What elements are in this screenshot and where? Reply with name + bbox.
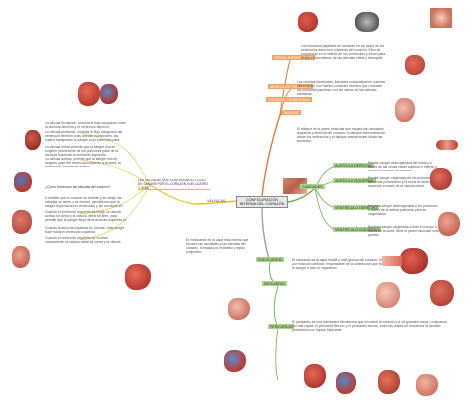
- heart-diagram-image: [395, 98, 415, 122]
- valvulas-node[interactable]: VÁLVULAS: [205, 198, 227, 203]
- pulmonary-text: La válvula pulmonar: controla el flujo s…: [45, 130, 123, 143]
- chordae-text: Las cuerdas tendinosas, llamadas coloqui…: [297, 80, 386, 97]
- left-ventricle-text: Bombea sangre oxigenada a todo el cuerpo…: [368, 225, 439, 237]
- heart-diagram-image: [400, 248, 428, 274]
- endocardium-label: ENDOCARDIO: [258, 257, 283, 262]
- endocardium-text: El endocardio es la capa más interna que…: [186, 238, 249, 255]
- heart-diagram-image: [430, 168, 452, 190]
- right-atrium-text: Recibe sangre desoxigenada del cuerpo a …: [368, 161, 437, 171]
- mitral-text: La válvula mitral: permite que la sangre…: [45, 145, 118, 157]
- heart-diagram-image: [224, 350, 246, 372]
- valves-function-question: ¿Cómo funcionan las válvulas del corazón…: [45, 185, 111, 189]
- papillary-muscles-text: Los músculos papilares se localizan en l…: [301, 44, 386, 61]
- heart-diagram-image: [405, 55, 425, 75]
- papillary-muscles-node[interactable]: MUSCULOS PAPILARES: [268, 84, 314, 89]
- cavidades-label: CAVIDADES: [302, 184, 323, 189]
- tricuspid-text: La válvula tricúspide: controla el flujo…: [45, 121, 126, 129]
- septum-node[interactable]: TABIQUE: [281, 110, 301, 115]
- left-ventricle-node[interactable]: VENTRÍCULO IZQUIERDO: [333, 227, 382, 232]
- right-ventricle-node[interactable]: VENTRÍCULO DERECHO: [333, 205, 380, 210]
- valves-subtopic[interactable]: LAS VÁLVULAS QUE CONTROLAN EL FLUJO DE S…: [138, 179, 210, 190]
- pericardium-node[interactable]: PERICARDIO: [268, 324, 295, 329]
- left-atrium-node[interactable]: AURÍCULA IZQUIERDA: [333, 178, 376, 183]
- right-ventricle-label: VENTRÍCULO DERECHO: [335, 205, 378, 210]
- heart-diagram-image: [376, 282, 400, 308]
- right-atrium-label: AURÍCULA DERECHA: [335, 163, 372, 168]
- myocardium-text: El miocardio es la capa media y más grue…: [292, 258, 392, 271]
- heart-diagram-image: [438, 212, 460, 236]
- heart-diagram-image: [430, 280, 454, 306]
- valves-function-text-1: A medida que el corazón se contrae y se …: [45, 196, 123, 208]
- pericardium-text: El pericardio es una membrana fibroseros…: [292, 320, 447, 333]
- top-branch-header[interactable]: OTROS IMPORTANTES: [272, 55, 316, 60]
- cavidades-node[interactable]: CAVIDADES: [300, 184, 325, 189]
- heart-diagram-image: [378, 370, 400, 394]
- heart-diagram-image: [228, 298, 250, 320]
- right-atrium-node[interactable]: AURÍCULA DERECHA: [333, 163, 374, 168]
- chordae-label: CUERDAS TENDINOSAS: [268, 97, 310, 102]
- heart-diagram-image: [100, 84, 118, 104]
- central-title: CONFIGURACIÓN INTERNA DEL CORAZÓN: [239, 198, 285, 207]
- central-topic[interactable]: CONFIGURACIÓN INTERNA DEL CORAZÓN: [236, 196, 288, 208]
- pericardium-label: PERICARDIO: [270, 324, 293, 329]
- left-atrium-label: AURÍCULA IZQUIERDA: [335, 178, 374, 183]
- heart-diagram-image: [12, 246, 30, 268]
- myocardium-label: MIOCARDIO: [264, 281, 285, 286]
- heart-diagram-image: [14, 172, 32, 192]
- papillary-muscles-label: MUSCULOS PAPILARES: [270, 84, 312, 89]
- valves-function-text-3: Cuando la aurícula izquierda se contrae,…: [45, 226, 125, 234]
- heart-diagram-image: [416, 374, 438, 396]
- chordae-node[interactable]: CUERDAS TENDINOSAS: [266, 97, 312, 102]
- heart-diagram-image: [336, 372, 356, 394]
- septum-text: El tabique es la pared muscular que sepa…: [297, 127, 385, 144]
- central-heart-image: [283, 178, 307, 194]
- heart-diagram-image: [125, 264, 151, 290]
- heart-wall-image: [382, 256, 402, 266]
- valves-subtopic-label: LAS VÁLVULAS QUE CONTROLAN EL FLUJO DE S…: [138, 179, 208, 190]
- heart-diagram-image: [304, 364, 326, 388]
- valves-function-text-4: Cuando el ventrículo izquierdo se contra…: [45, 236, 121, 244]
- vessel-image: [436, 140, 458, 150]
- valve-diagram-image: [430, 8, 452, 28]
- endocardium-node[interactable]: ENDOCARDIO: [256, 257, 285, 262]
- heart-diagram-image: [12, 210, 32, 234]
- heart-diagram-image: [78, 82, 100, 106]
- aortic-text: La válvula aórtica: permite que la sangr…: [45, 157, 121, 167]
- valves-function-text-2: Cuando el ventrículo izquierdo se relaja…: [45, 210, 126, 222]
- left-ventricle-label: VENTRÍCULO IZQUIERDO: [335, 227, 380, 232]
- heart-diagram-image: [298, 12, 318, 32]
- valvulas-label: VÁLVULAS: [207, 198, 226, 203]
- top-branch-header-label: OTROS IMPORTANTES: [274, 55, 314, 60]
- right-ventricle-text: Bombea sangre desoxigenada a los pulmone…: [368, 204, 438, 216]
- septum-label: TABIQUE: [283, 110, 299, 115]
- left-atrium-text: Recibe sangre oxigenada de los pulmones …: [368, 176, 438, 188]
- myocardium-node[interactable]: MIOCARDIO: [262, 281, 287, 286]
- heart-diagram-image: [25, 130, 41, 150]
- heart-section-image: [355, 12, 379, 32]
